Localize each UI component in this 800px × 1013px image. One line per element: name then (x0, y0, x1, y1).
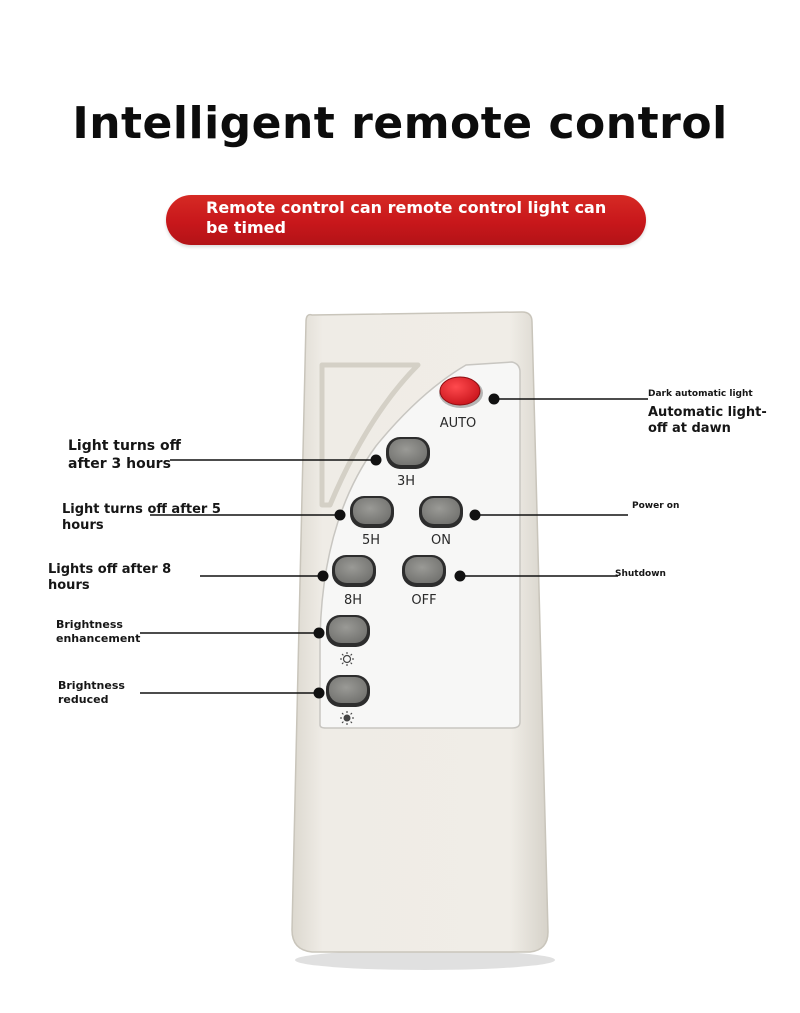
callout-8h: Lights off after 8 hours (48, 562, 172, 594)
callout-brightness-up: Brightness enhancement (56, 618, 141, 645)
off-button[interactable] (402, 555, 446, 587)
auto-button[interactable] (439, 376, 483, 408)
remote-ridge (319, 362, 421, 508)
callout-auto-main: Automatic light-off at dawn (648, 405, 767, 437)
callout-on: Power on (632, 501, 680, 511)
5h-label: 5H (362, 533, 380, 548)
5h-button[interactable] (350, 496, 394, 528)
callout-brightness-down: Brightness reduced (58, 679, 125, 706)
sun-filled-icon (340, 711, 354, 725)
callout-3h: Light turns off after 3 hours (68, 438, 181, 472)
callout-5h: Light turns off after 5 hours (62, 502, 221, 534)
3h-label: 3H (397, 474, 415, 489)
callout-lines (140, 398, 648, 694)
callout-dots (313, 393, 500, 699)
sun-outline-icon (340, 652, 354, 666)
page-title: Intelligent remote control (72, 98, 728, 149)
on-label: ON (431, 533, 451, 548)
3h-button[interactable] (386, 437, 430, 469)
subtitle-banner: Remote control can remote control light … (166, 195, 646, 245)
off-label: OFF (411, 593, 436, 608)
banner-text: Remote control can remote control light … (206, 198, 607, 237)
brightness-up-button[interactable] (326, 615, 370, 647)
brightness-down-button[interactable] (326, 675, 370, 707)
remote-shadow (295, 950, 555, 970)
8h-label: 8H (344, 593, 362, 608)
auto-label: AUTO (440, 416, 477, 431)
on-button[interactable] (419, 496, 463, 528)
8h-button[interactable] (332, 555, 376, 587)
callout-auto-small: Dark automatic light (648, 389, 753, 399)
callout-off: Shutdown (615, 569, 666, 579)
